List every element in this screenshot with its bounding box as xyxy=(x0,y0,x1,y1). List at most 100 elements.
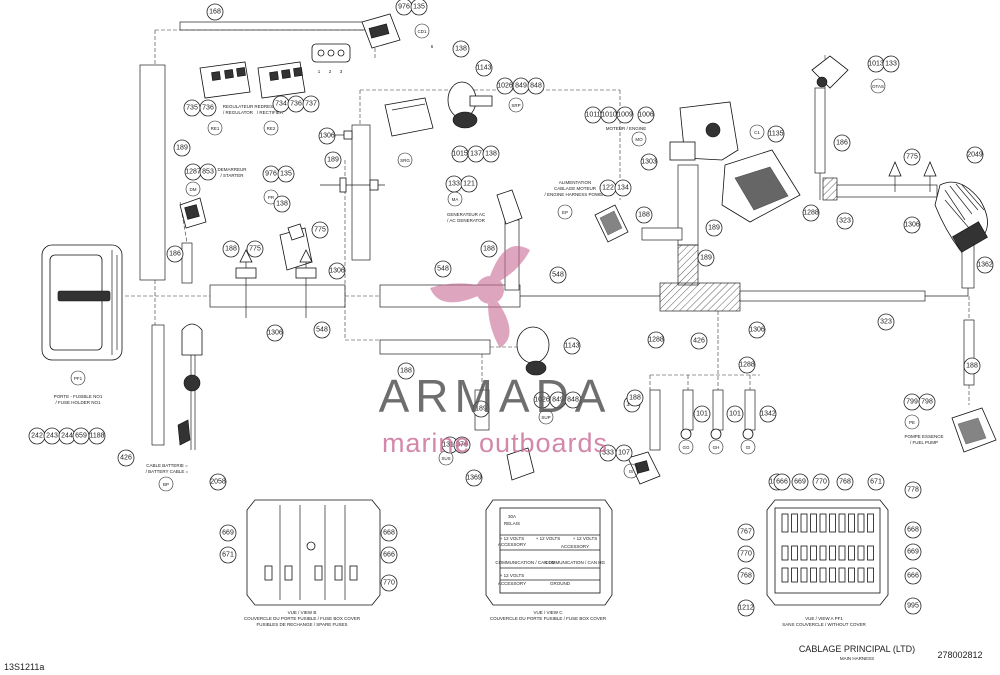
callout-244: 244 xyxy=(58,427,76,445)
callout-number: 2058 xyxy=(210,479,226,486)
callout-circle xyxy=(460,175,478,193)
callout-circle xyxy=(199,163,217,181)
callout-circle xyxy=(324,151,342,169)
callout-circle xyxy=(833,134,851,152)
callout-circle xyxy=(791,473,809,491)
callout-number: 1362 xyxy=(977,262,993,269)
callout-770b: 770 xyxy=(737,545,755,563)
callout-1288b: 1288 xyxy=(647,331,665,349)
callout-669b: 669 xyxy=(904,543,922,561)
fuse-slot xyxy=(829,567,836,583)
callout-circle xyxy=(328,262,346,280)
fuse-slot xyxy=(857,513,865,533)
callout-number: 995 xyxy=(907,603,919,610)
callout-number: 671 xyxy=(870,479,882,486)
cd1-note: 6 xyxy=(431,44,434,49)
code-circle xyxy=(397,152,413,168)
callout-number: 799 xyxy=(906,399,918,406)
callout-138a: 138 xyxy=(452,40,470,58)
callout-848a: 848 xyxy=(527,77,545,95)
callout-circle xyxy=(904,521,922,539)
callout-1143b: 1143 xyxy=(563,337,581,355)
callout-number: 1011 xyxy=(585,112,600,119)
callout-circle xyxy=(903,148,921,166)
code-label: GH xyxy=(713,445,720,450)
callout-circle xyxy=(277,165,295,183)
callout-number: 242 xyxy=(31,433,43,440)
callout-number: 189 xyxy=(475,406,487,413)
callout-849a: 849 xyxy=(512,77,530,95)
code-label: C1 xyxy=(754,130,760,135)
callout-1009: 1009 xyxy=(616,106,634,124)
starter-label-en: / STARTER xyxy=(220,173,244,178)
callout-number: 1287 xyxy=(185,169,201,176)
callout-circle xyxy=(199,99,217,117)
callout-1006: 1006 xyxy=(637,106,655,124)
code-circle xyxy=(678,439,694,455)
callout-number: 853 xyxy=(202,169,214,176)
callout-number: 1369 xyxy=(466,475,482,482)
callout-number: 548 xyxy=(316,327,328,334)
callout-circle xyxy=(904,597,922,615)
code-cd1: CD1 xyxy=(414,23,430,39)
watermark: ARMADA marine outboards xyxy=(379,245,607,458)
callout-circle xyxy=(166,245,184,263)
callout-768a: 768 xyxy=(836,473,854,491)
watermark-propeller-icon xyxy=(430,245,530,348)
view-b-title: VUE / VIEW B xyxy=(288,610,317,615)
callout-number: 1026 xyxy=(497,83,513,90)
callout-133a: 133 xyxy=(882,55,900,73)
callout-666c: 666 xyxy=(380,546,398,564)
callout-number: 976 xyxy=(398,4,410,11)
callout-number: 188 xyxy=(638,212,650,219)
callout-number: 188 xyxy=(629,395,641,402)
code-circle xyxy=(904,414,920,430)
figure-id: 13S1211a xyxy=(4,662,44,672)
code-label: SUP xyxy=(541,415,550,420)
callout-number: 767 xyxy=(740,529,752,536)
cover-c-can-lg: COMMUNICATION / CAN LG xyxy=(495,560,555,565)
callout-number: 668 xyxy=(383,530,395,537)
callout-188c: 188 xyxy=(480,240,498,258)
document-code: 278002812 xyxy=(937,650,982,660)
callout-101a: 101 xyxy=(693,405,711,423)
callout-circle xyxy=(693,405,711,423)
callout-circle xyxy=(802,204,820,222)
harness-segment-189-left xyxy=(139,64,166,281)
code-circle xyxy=(70,370,86,386)
callout-number: 1143 xyxy=(564,343,579,350)
callout-number: 186 xyxy=(836,140,848,147)
callout-768b: 768 xyxy=(737,567,755,585)
callout-circle xyxy=(266,324,284,342)
cover-c-12v-c: + 12 VOLTS xyxy=(573,536,598,541)
callout-548c: 548 xyxy=(313,321,331,339)
harness-segment-189-low xyxy=(379,339,491,355)
code-circle xyxy=(263,120,279,136)
callout-circle xyxy=(773,473,791,491)
callout-1306b: 1306 xyxy=(903,216,921,234)
callout-circle xyxy=(867,473,885,491)
callout-circle xyxy=(767,125,785,143)
callout-number: 659 xyxy=(75,433,87,440)
callout-number: 775 xyxy=(314,227,326,234)
callout-995: 995 xyxy=(904,597,922,615)
power-label-2: CABLAGE MOTEUR xyxy=(554,186,597,191)
callout-number: 737 xyxy=(305,101,317,108)
callout-2049: 2049 xyxy=(966,146,984,164)
code-bp: BP xyxy=(158,476,174,492)
callout-number: 770 xyxy=(815,479,827,486)
callout-number: 1015 xyxy=(452,151,468,158)
callout-1010: 1010 xyxy=(600,106,618,124)
callout-number: 668 xyxy=(907,527,919,534)
callout-number: 101 xyxy=(729,411,741,418)
code-label: BP xyxy=(163,482,169,487)
component-bellows-2049 xyxy=(934,181,988,253)
component-engine-ecu-mo xyxy=(669,101,739,161)
component-fuse-holder-pf1 xyxy=(41,244,123,361)
callout-circle xyxy=(635,206,653,224)
code-circle xyxy=(158,476,174,492)
fuse-slot xyxy=(810,513,817,533)
callout-circle xyxy=(380,574,398,592)
callout-666b: 666 xyxy=(904,567,922,585)
